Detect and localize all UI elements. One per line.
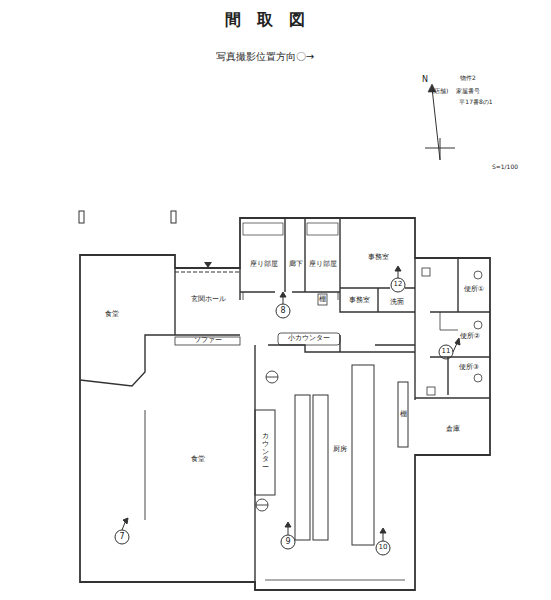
property-note: 平17番8の1: [459, 99, 492, 106]
north-mark: N: [422, 76, 428, 85]
room-name: 便所②: [460, 333, 480, 341]
room-label: 玄関ホール: [177, 280, 239, 320]
room-label: 事務室: [342, 230, 414, 285]
callout-number: 9: [285, 538, 290, 547]
callout-number: 10: [379, 544, 388, 552]
room-name: 廊下: [289, 261, 303, 269]
room-name: 食堂: [105, 311, 119, 319]
room-label: 便所③: [449, 362, 489, 374]
furniture-label: 棚: [318, 294, 327, 305]
property-note: 物件2: [460, 75, 476, 82]
room-label: 便所②: [450, 330, 490, 344]
room-name: 倉庫: [446, 426, 460, 434]
room-label: 洗面: [379, 294, 414, 311]
room-name: ソファー: [194, 337, 222, 345]
room-label: 便所①: [459, 283, 489, 297]
room-name: 洗面: [390, 299, 404, 307]
callout-number: 8: [280, 307, 285, 316]
room-name: 玄関ホール: [191, 296, 226, 304]
photo-direction-note: 写真撮影位置方向〇→: [216, 51, 314, 62]
room-name: 厨房: [333, 446, 347, 454]
scale-note: S=1/100: [492, 164, 518, 171]
property-note: (店舗): [432, 88, 449, 95]
room-name: 小カウンター: [288, 335, 330, 343]
room-name: 便所③: [459, 364, 479, 372]
room-label: 厨房: [329, 430, 351, 470]
property-note: 家屋番号: [456, 88, 480, 95]
room-label: 座り部屋: [243, 240, 285, 290]
room-label: 座り部屋: [305, 240, 340, 290]
room-label: 廊下: [286, 240, 305, 290]
plan-title: 間 取 図: [225, 10, 305, 31]
callout-number: 11: [442, 348, 451, 356]
room-name: 便所①: [464, 286, 484, 294]
room-name: 座り部屋: [309, 261, 337, 269]
room-name: 事務室: [349, 297, 370, 305]
room-label: 事務室: [341, 290, 378, 311]
room-name: 棚: [400, 411, 407, 419]
furniture-label: カウンター: [256, 412, 274, 493]
room-label: 倉庫: [416, 410, 489, 450]
callout-number: 7: [119, 533, 124, 542]
room-name: 食堂: [191, 456, 205, 464]
room-name: 事務室: [368, 254, 389, 262]
room-name: 棚: [319, 296, 326, 304]
furniture-label: 小カウンター: [279, 333, 339, 345]
room-label: 食堂: [82, 270, 142, 360]
furniture-label: ソファー: [176, 337, 239, 346]
callout-number: 12: [394, 281, 403, 289]
room-label: 食堂: [150, 430, 245, 490]
furniture-label: 棚: [398, 400, 408, 430]
room-name: 座り部屋: [250, 261, 278, 269]
room-name: カウンター: [262, 433, 269, 471]
